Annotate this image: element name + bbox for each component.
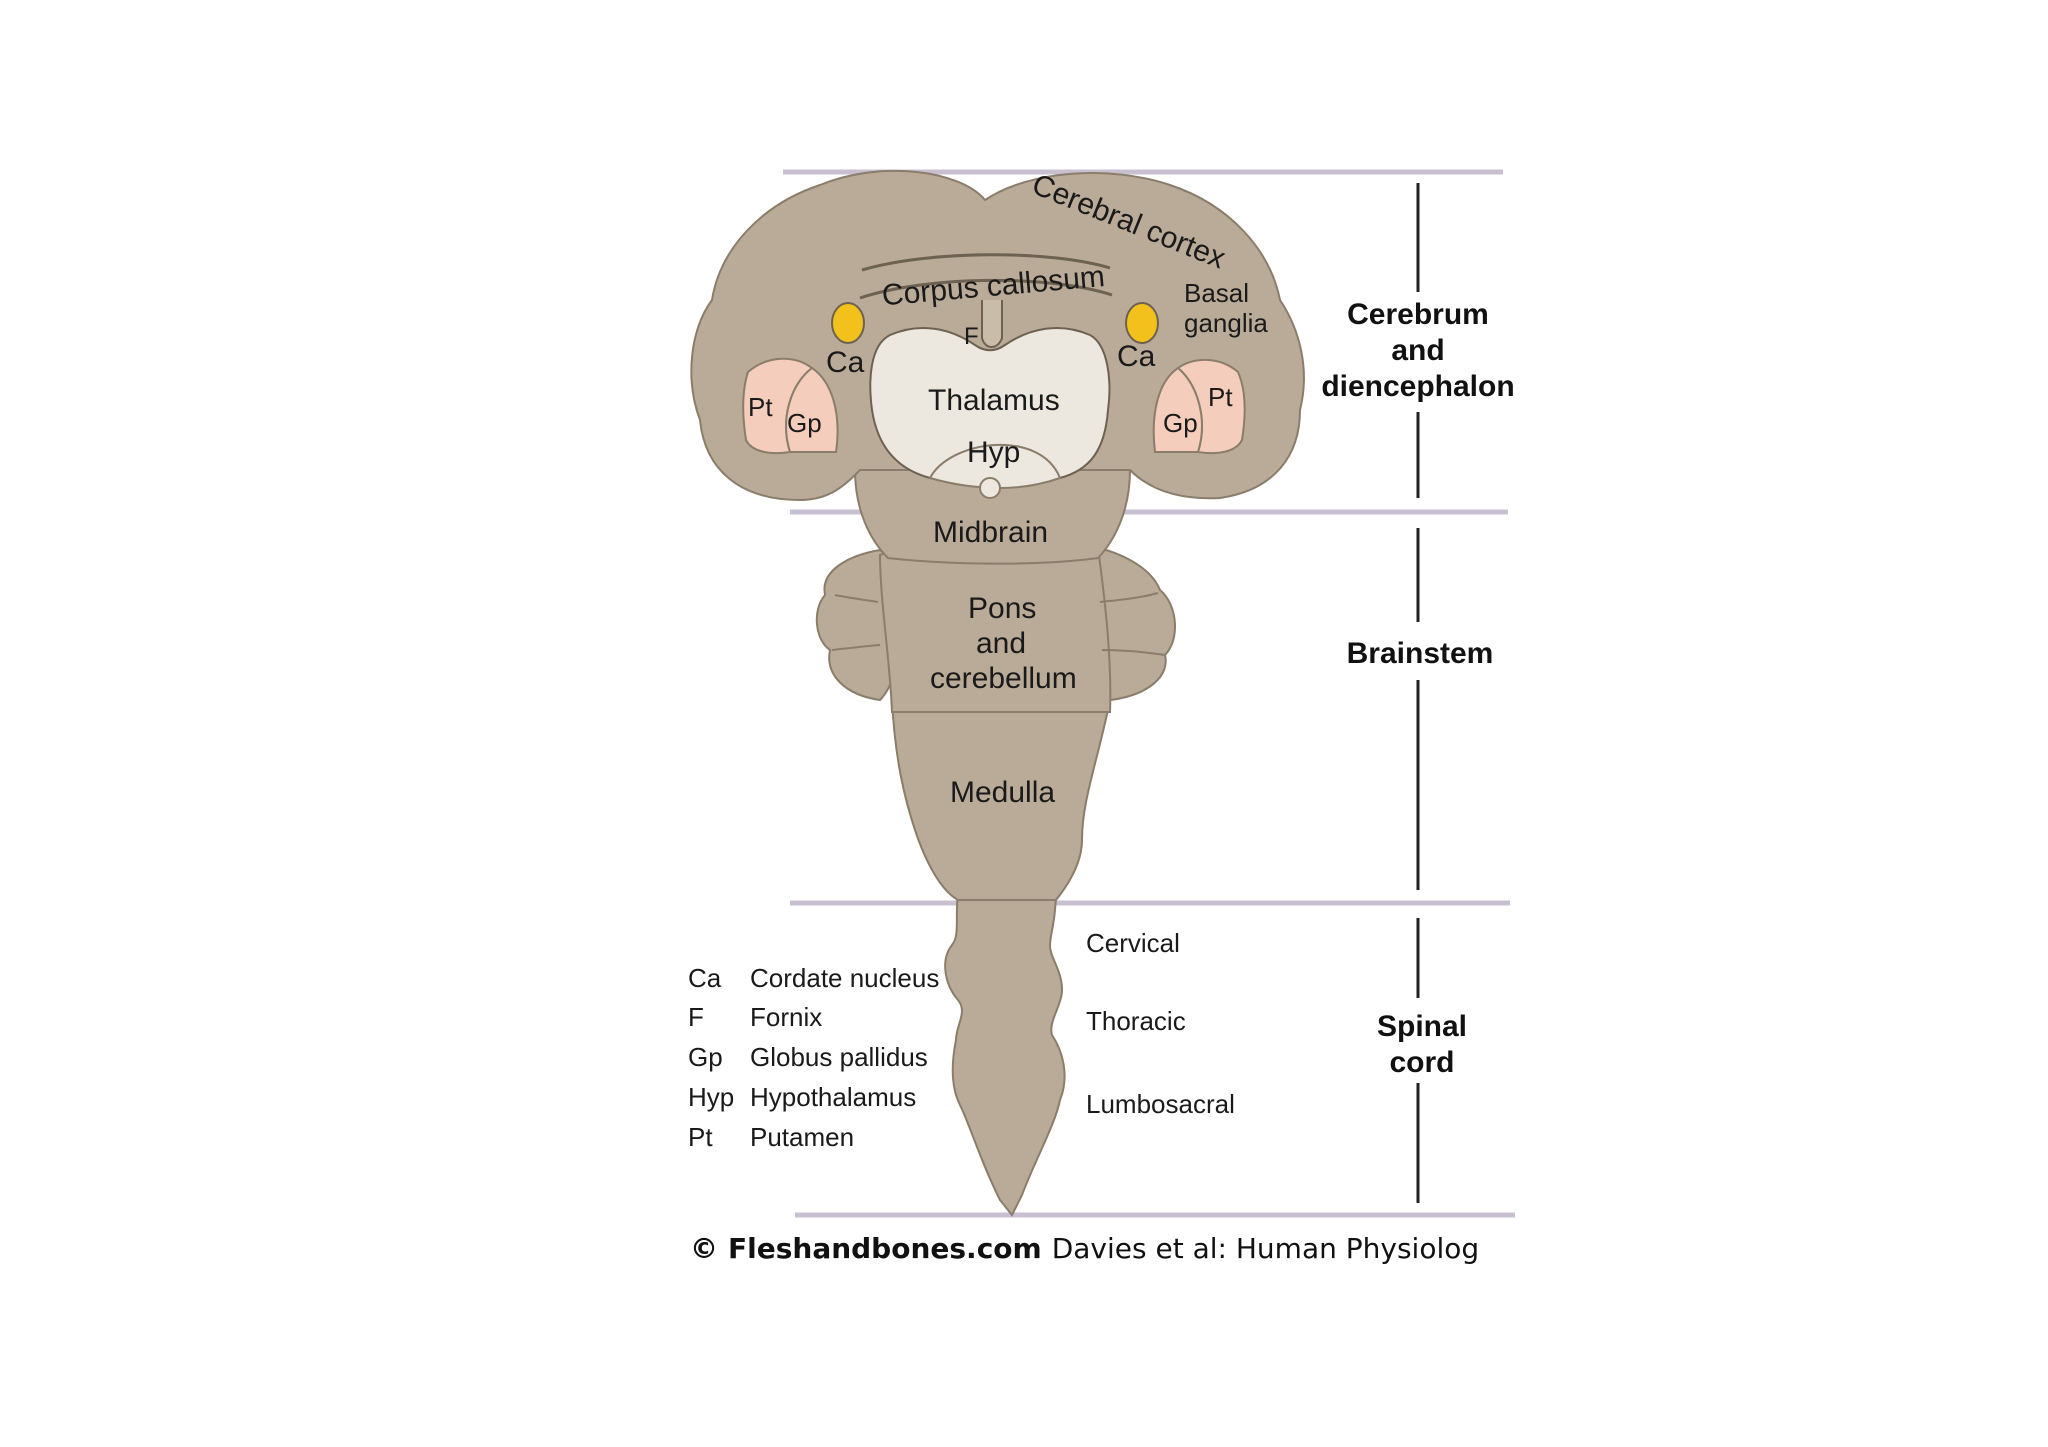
globus-right-shape (1152, 366, 1203, 453)
callosum-arc-upper (861, 253, 1111, 272)
label-pons-3: cerebellum (930, 662, 1077, 695)
label-globus-left: Gp (787, 408, 822, 438)
section-brainstem: Brainstem (1347, 637, 1494, 670)
globus-left-shape (785, 366, 839, 453)
section-cerebrum-1: Cerebrum (1347, 298, 1489, 331)
credit-site: Fleshandbones.com (728, 1232, 1042, 1265)
legend-abbr-gp: Gp (688, 1042, 723, 1072)
legend-abbr-pt: Pt (688, 1122, 713, 1152)
legend-abbr-hyp: Hyp (688, 1082, 734, 1112)
section-cerebrum-3: diencephalon (1321, 370, 1514, 403)
label-cervical: Cervical (1086, 928, 1180, 958)
medulla-shape (890, 699, 1112, 901)
legend-name-hyp: Hypothalamus (750, 1082, 916, 1112)
callosum-arc-lower (859, 278, 1113, 300)
legend-abbr-ca: Ca (688, 963, 722, 993)
spinal-cord-shape (944, 889, 1066, 1217)
section-spinal-2: cord (1389, 1046, 1454, 1079)
label-fornix: F (964, 323, 979, 350)
legend-abbr-f: F (688, 1002, 704, 1032)
midbrain-shape (853, 469, 1132, 565)
label-caudate-right: Ca (1117, 340, 1156, 373)
label-putamen-right: Pt (1208, 382, 1233, 412)
folia-right-1 (1099, 592, 1159, 603)
label-pons-1: Pons (968, 592, 1036, 625)
legend-name-gp: Globus pallidus (750, 1042, 928, 1072)
credit-line: © Fleshandbones.com Davies et al: Human Ph… (690, 1232, 1479, 1265)
lentiform-right (1152, 358, 1246, 455)
legend-name-pt: Putamen (750, 1122, 854, 1152)
section-spinal-1: Spinal (1377, 1010, 1467, 1043)
legend: Ca Cordate nucleus F Fornix Gp Globus pa… (688, 963, 939, 1152)
copyright-symbol: © (690, 1232, 718, 1265)
label-pons-2: and (976, 627, 1026, 660)
fornix-shape (981, 300, 1003, 348)
label-caudate-left: Ca (826, 346, 865, 379)
pituitary-shape (979, 477, 1001, 499)
label-hypothalamus: Hyp (967, 436, 1020, 469)
folia-right-2 (1101, 649, 1166, 656)
folia-left-1 (834, 594, 879, 603)
section-labels: Cerebrum and diencephalon Brainstem Spin… (1321, 298, 1514, 1079)
label-basal-ganglia-1: Basal (1184, 278, 1249, 308)
credit-text: © Fleshandbones.com Davies et al: Human Ph… (690, 1232, 1479, 1265)
section-cerebrum-2: and (1391, 334, 1444, 367)
cerebellum-folia (831, 592, 1166, 656)
label-thalamus: Thalamus (928, 384, 1060, 417)
hypothalamus-shape (928, 444, 1062, 490)
thalamus-shape (869, 327, 1111, 479)
caudate-left-shape (831, 302, 865, 344)
label-medulla: Medulla (950, 776, 1055, 809)
corpus-callosum-arcs (859, 253, 1113, 300)
label-midbrain: Midbrain (933, 516, 1048, 549)
label-globus-right: Gp (1163, 408, 1198, 438)
label-thoracic: Thoracic (1086, 1006, 1186, 1036)
legend-name-f: Fornix (750, 1002, 822, 1032)
lentiform-left (742, 357, 839, 455)
label-lumbosacral: Lumbosacral (1086, 1089, 1235, 1119)
label-basal-ganglia-2: ganglia (1184, 308, 1268, 338)
legend-name-ca: Cordate nucleus (750, 963, 939, 993)
label-putamen-left: Pt (748, 392, 773, 422)
credit-rest: Davies et al: Human Physiolog (1052, 1232, 1479, 1265)
caudate-right-shape (1125, 302, 1159, 344)
folia-left-2 (831, 644, 881, 651)
